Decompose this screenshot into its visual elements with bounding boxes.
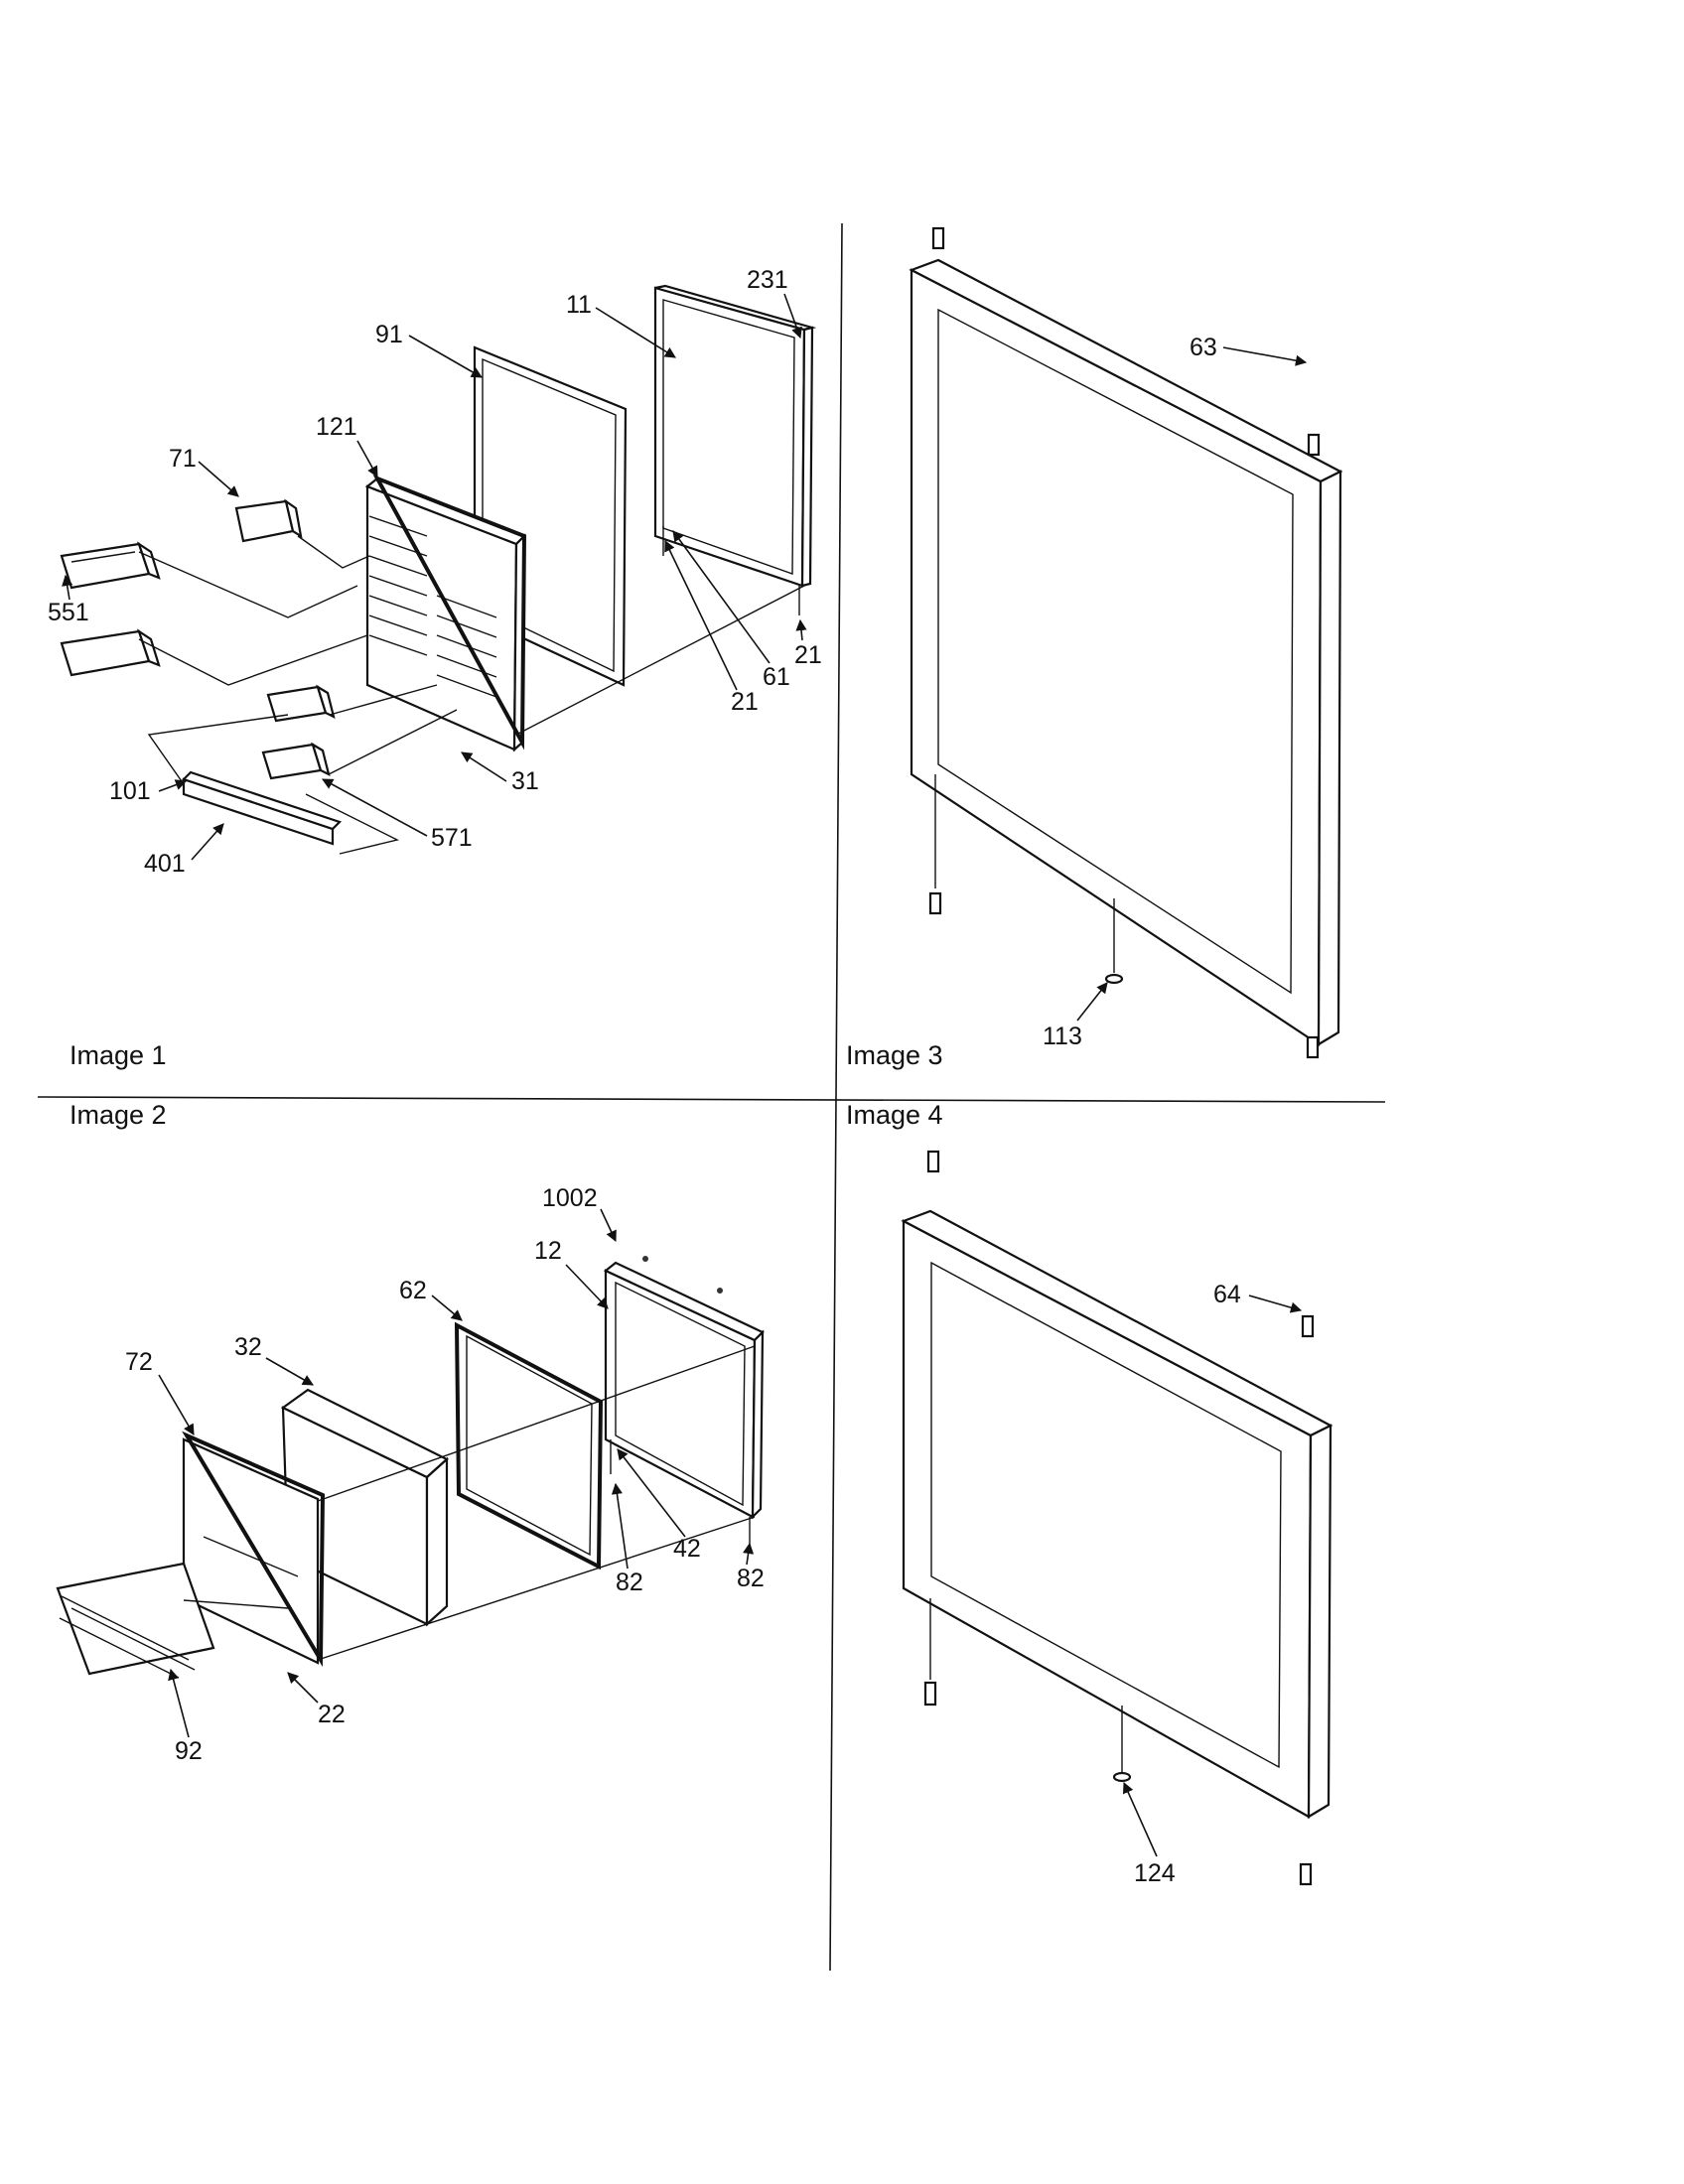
callout-62: 62 (399, 1277, 427, 1304)
callout-21-left: 21 (731, 688, 759, 716)
callout-12: 12 (534, 1237, 562, 1265)
image-1-leader-lines (138, 526, 805, 855)
callout-72: 72 (125, 1348, 153, 1376)
gasket-62 (454, 1321, 604, 1570)
frame-4-studs (923, 1150, 1315, 1886)
callout-231: 231 (747, 266, 788, 294)
callout-82-right: 82 (737, 1565, 765, 1592)
image-4-door-frame (901, 1150, 1333, 1886)
callout-101: 101 (109, 777, 151, 805)
door-bin-551-upper (60, 541, 161, 590)
panel-title-image-3: Image 3 (846, 1040, 943, 1070)
dairy-cover-71 (234, 498, 303, 543)
callout-124: 124 (1134, 1859, 1176, 1887)
basket-92 (56, 1562, 215, 1679)
horizontal-divider (37, 1096, 1386, 1103)
image-2-leader-lines (183, 1345, 756, 1661)
outer-door-panel-11 (653, 284, 817, 588)
image-4-callouts: 64 124 (1122, 1281, 1303, 1887)
callout-401: 401 (144, 850, 186, 878)
image-3-callouts: 63 113 (1043, 334, 1308, 1050)
callout-92: 92 (175, 1737, 203, 1765)
outer-panel-12 (603, 1261, 765, 1520)
callout-1002: 1002 (542, 1184, 598, 1212)
shelf-rail-401 (181, 770, 343, 846)
small-bin-upper (266, 684, 336, 723)
panel-title-image-1: Image 1 (70, 1040, 167, 1070)
image-2-callouts: 1002 12 62 72 32 42 82 82 22 92 (125, 1184, 765, 1765)
callout-82-left: 82 (616, 1569, 643, 1596)
frame-3-studs (928, 226, 1321, 1059)
image-3-door-frame (909, 226, 1343, 1059)
panel-dividers (37, 222, 1386, 1972)
callout-71: 71 (169, 445, 197, 473)
image-1-callouts: 231 91 11 121 71 551 21 61 21 31 101 571… (48, 266, 822, 878)
callout-22: 22 (318, 1701, 346, 1728)
basket-wires (59, 1595, 196, 1679)
door-bin-551-lower (60, 628, 161, 677)
screws-1002 (642, 1256, 723, 1294)
callout-64: 64 (1213, 1281, 1241, 1308)
liner-32 (280, 1388, 449, 1627)
small-bin-571 (261, 742, 331, 780)
callout-61: 61 (763, 663, 790, 691)
panel-title-image-4: Image 4 (846, 1100, 943, 1130)
door-liner-121 (364, 475, 527, 752)
callout-113: 113 (1043, 1023, 1082, 1050)
image-2-freezer-door-assembly (56, 1256, 765, 1679)
callout-63: 63 (1190, 334, 1217, 361)
callout-31: 31 (511, 767, 539, 795)
panel-title-image-2: Image 2 (70, 1100, 167, 1130)
vertical-divider (829, 222, 843, 1972)
callout-571: 571 (431, 824, 473, 852)
callout-11: 11 (566, 291, 592, 319)
callout-42: 42 (673, 1535, 701, 1563)
callout-21-right: 21 (794, 641, 822, 669)
callout-121: 121 (316, 413, 357, 441)
inner-door-72 (182, 1431, 326, 1668)
callout-91: 91 (375, 321, 403, 348)
callout-32: 32 (234, 1333, 262, 1361)
liner-ribs (368, 515, 497, 698)
image-1-door-assembly (60, 284, 817, 855)
callout-551: 551 (48, 599, 89, 626)
